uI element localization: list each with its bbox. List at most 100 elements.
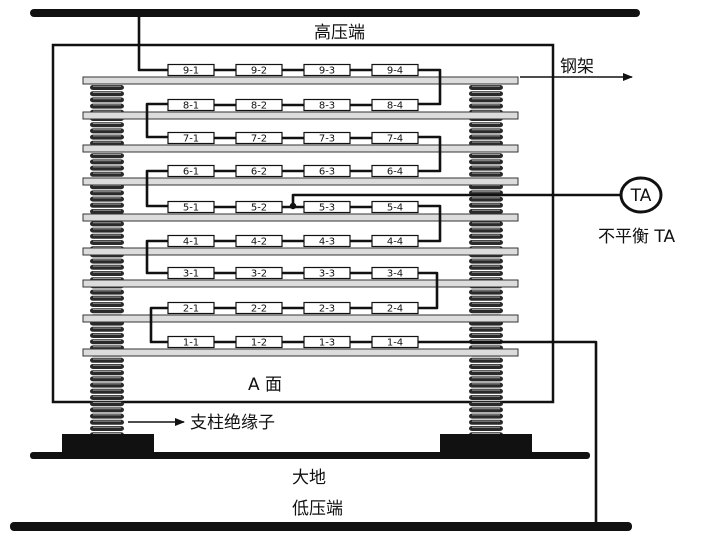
capacitor-unit: 5-3 [303, 200, 351, 214]
insulator-disc [90, 196, 124, 202]
low-voltage-busbar [10, 522, 632, 531]
insulator-disc [469, 308, 503, 314]
insulator-disc [90, 308, 124, 314]
low-voltage-label: 低压端 [292, 499, 343, 519]
left-insulator-stack [90, 85, 124, 438]
capacitor-label: 6-1 [183, 167, 199, 178]
capacitor-label: 3-1 [183, 269, 199, 280]
insulator-disc [90, 407, 124, 413]
capacitor-box [167, 234, 215, 248]
insulator-disc [469, 171, 503, 177]
insulator-disc [90, 382, 124, 388]
insulator-disc [469, 289, 503, 295]
insulator-disc [90, 339, 124, 345]
capacitor-box [167, 98, 215, 112]
capacitor-box [371, 98, 419, 112]
insulator-disc [469, 196, 503, 202]
capacitor-label: 8-2 [251, 101, 267, 112]
capacitor-box [303, 335, 351, 349]
wire-segment [145, 169, 168, 208]
capacitor-unit: 1-1 [167, 335, 215, 349]
capacitor-label: 5-1 [183, 203, 199, 214]
capacitor-unit: 1-4 [371, 335, 419, 349]
capacitor-label: 2-4 [387, 304, 403, 315]
capacitor-unit: 5-1 [167, 200, 215, 214]
wire-segment [145, 102, 168, 139]
insulator-disc [90, 333, 124, 338]
capacitor-unit: 1-2 [235, 335, 283, 349]
insulator-disc [90, 227, 124, 233]
insulator-disc [469, 122, 503, 128]
capacitor-label: 4-2 [251, 237, 267, 248]
capacitor-unit: 3-1 [167, 266, 215, 280]
capacitor-label: 9-3 [319, 66, 335, 77]
insulator-disc [90, 258, 124, 264]
shelf [82, 348, 519, 357]
capacitor-box [235, 98, 283, 112]
capacitor-box [303, 234, 351, 248]
capacitor-box [235, 63, 283, 77]
capacitor-label: 4-4 [387, 237, 403, 248]
shelf [82, 247, 519, 256]
capacitor-box [303, 63, 351, 77]
insulator-disc [90, 419, 124, 425]
insulator-disc [469, 159, 503, 165]
shelf [82, 279, 519, 288]
wire-segment [418, 204, 442, 243]
capacitor-unit: 4-2 [235, 234, 283, 248]
insulator-disc [469, 382, 503, 388]
capacitor-box [303, 164, 351, 178]
capacitor-box [371, 63, 419, 77]
wire-segment [291, 193, 621, 206]
right-insulator-stack [469, 85, 503, 438]
insulator-disc [90, 190, 124, 196]
capacitor-box [167, 131, 215, 145]
insulator-disc [90, 364, 124, 369]
capacitor-label: 7-2 [251, 134, 267, 145]
insulator-disc [469, 165, 503, 171]
capacitor-box [235, 200, 283, 214]
capacitor-label: 3-3 [319, 269, 335, 280]
capacitor-unit: 5-2 [235, 200, 283, 214]
insulator-disc [469, 85, 503, 90]
frame-a-face [51, 43, 555, 404]
capacitor-unit: 6-2 [235, 164, 283, 178]
capacitor-box [371, 164, 419, 178]
capacitor-label: 9-1 [183, 66, 199, 77]
capacitor-label: 5-2 [251, 203, 267, 214]
insulator-disc [90, 413, 124, 419]
insulator-disc [469, 221, 503, 227]
capacitor-box [303, 98, 351, 112]
capacitor-unit: 2-3 [303, 301, 351, 315]
capacitor-unit: 3-3 [303, 266, 351, 280]
capacitor-unit: 2-1 [167, 301, 215, 315]
wire-segment [418, 68, 442, 106]
capacitor-box [371, 200, 419, 214]
unbalance-ta: TA [619, 176, 663, 214]
wire-segment [149, 306, 168, 344]
insulator-disc [469, 103, 503, 109]
insulator-disc [469, 128, 503, 134]
insulator-disc [90, 134, 124, 140]
insulator-disc [469, 407, 503, 413]
insulator-disc [469, 357, 503, 363]
insulator-disc [90, 91, 124, 97]
capacitor-unit: 7-4 [371, 131, 419, 145]
capacitor-box [371, 301, 419, 315]
insulator-disc [90, 97, 124, 103]
series-wiring [137, 13, 621, 526]
capacitor-label: 4-3 [319, 237, 335, 248]
insulator-disc [90, 326, 124, 332]
left-base [62, 434, 154, 452]
insulator-disc [469, 370, 503, 376]
insulator-disc [469, 364, 503, 369]
insulator-disc [90, 271, 124, 276]
capacitor-box [371, 335, 419, 349]
capacitor-box [235, 335, 283, 349]
capacitor-label: 7-3 [319, 134, 335, 145]
insulator-disc [90, 233, 124, 239]
capacitor-label: 2-3 [319, 304, 335, 315]
capacitor-label: 8-1 [183, 101, 199, 112]
